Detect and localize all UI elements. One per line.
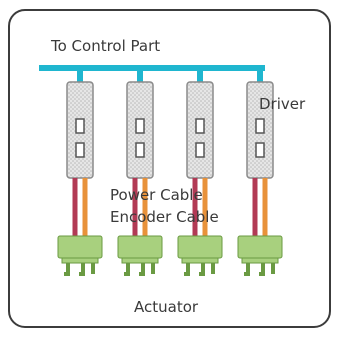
actuator-box (117, 235, 163, 259)
actuator-leg (79, 263, 85, 276)
unit-4 (237, 81, 283, 276)
power-cable-label: Power Cable (110, 186, 203, 204)
to-control-part-label: To Control Part (51, 37, 161, 55)
actuator-plate (181, 257, 219, 264)
unit-2 (117, 81, 163, 276)
bus-line (39, 65, 265, 85)
actuator-leg (199, 263, 205, 276)
driver-slot (135, 142, 145, 158)
actuator-leg (259, 263, 265, 276)
driver-slot (135, 118, 145, 134)
frame-border (8, 9, 331, 328)
actuator-leg (244, 263, 250, 276)
actuator-leg (139, 263, 145, 276)
actuator-label: Actuator (134, 298, 199, 316)
actuator-leg (64, 263, 70, 276)
unit-3 (177, 81, 223, 276)
driver-slot (255, 118, 265, 134)
unit-1 (57, 81, 103, 276)
encoder-cable-label: Encoder Cable (110, 208, 219, 226)
driver-slot (75, 118, 85, 134)
actuator-box (177, 235, 223, 259)
driver-slot (75, 142, 85, 158)
actuator-box (237, 235, 283, 259)
driver-slot (195, 118, 205, 134)
actuator-plate (121, 257, 159, 264)
actuator-plate (241, 257, 279, 264)
actuator-plate (61, 257, 99, 264)
actuator-leg (124, 263, 130, 276)
driver-label: Driver (259, 95, 306, 113)
actuator-box (57, 235, 103, 259)
driver-slot (195, 142, 205, 158)
driver-slot (255, 142, 265, 158)
actuator-leg (184, 263, 190, 276)
